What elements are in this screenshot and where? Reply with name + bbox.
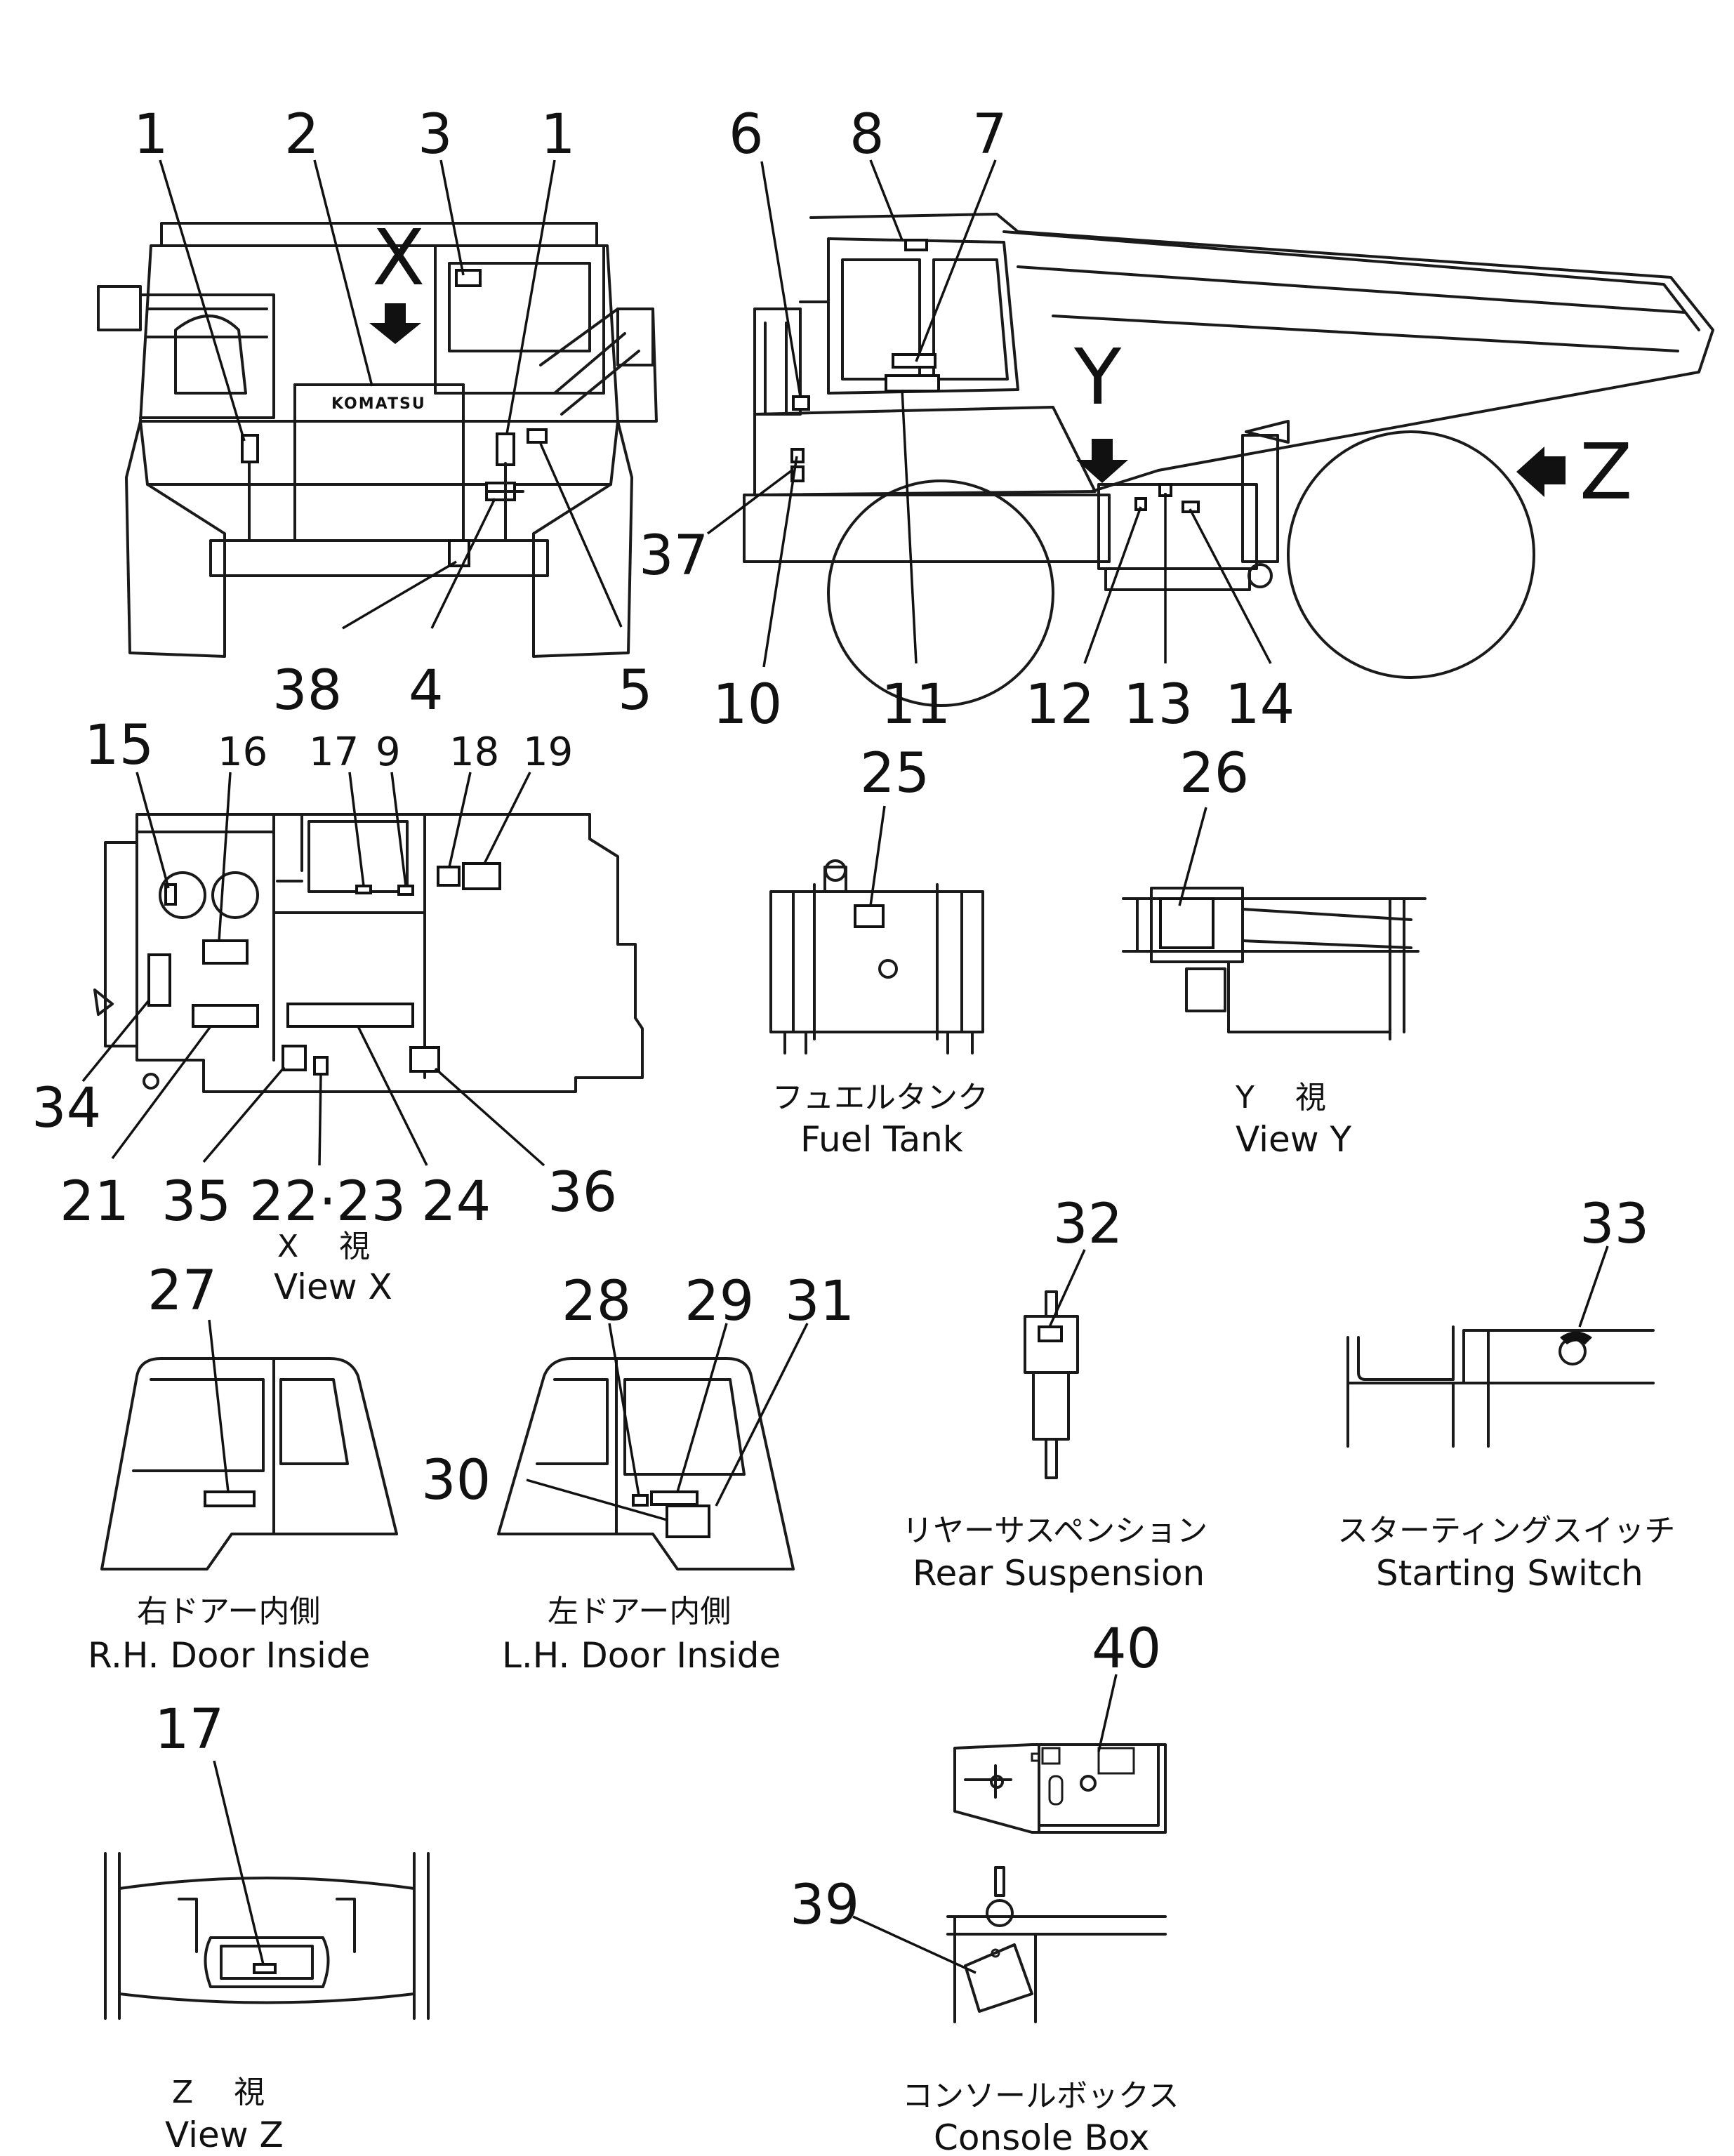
side-view-leaders bbox=[706, 159, 1272, 668]
rh-door-caption-jp: 右ドアー内側 bbox=[137, 1594, 320, 1629]
view-x-leaders bbox=[81, 772, 545, 1167]
callout-29: 29 bbox=[684, 1270, 754, 1333]
callout-21: 21 bbox=[60, 1170, 129, 1234]
callout-13: 13 bbox=[1123, 673, 1193, 736]
callout-16: 16 bbox=[218, 729, 267, 775]
view-x-caption-jp: X 視 bbox=[277, 1229, 370, 1264]
callout-32: 32 bbox=[1053, 1193, 1123, 1256]
starting-switch-drawing bbox=[1346, 1325, 1655, 1448]
rh-door-drawing bbox=[100, 1357, 398, 1570]
callout-18: 18 bbox=[449, 729, 499, 775]
fuel-tank-caption-en: Fuel Tank bbox=[800, 1119, 963, 1160]
callout-11: 11 bbox=[881, 673, 951, 736]
view-x-arrow bbox=[369, 303, 421, 344]
lh-door-caption-jp: 左ドアー内側 bbox=[548, 1594, 731, 1629]
callout-24: 24 bbox=[421, 1170, 491, 1234]
callout-40: 40 bbox=[1092, 1618, 1161, 1681]
console-box-caption-jp: コンソールボックス bbox=[902, 2078, 1179, 2114]
view-y-drawing bbox=[1122, 887, 1427, 1040]
callout-25-leader bbox=[869, 805, 886, 906]
view-z-arrow bbox=[1516, 447, 1566, 497]
callout-3: 3 bbox=[418, 103, 453, 166]
komatsu-brand-plate: KOMATSU bbox=[331, 395, 426, 413]
callout-1-right: 1 bbox=[541, 103, 576, 166]
callout-19: 19 bbox=[523, 729, 573, 775]
callout-17-viewz: 17 bbox=[154, 1698, 224, 1761]
callout-26: 26 bbox=[1179, 742, 1249, 805]
callout-10: 10 bbox=[713, 673, 782, 736]
callout-25: 25 bbox=[860, 742, 929, 805]
callout-36: 36 bbox=[548, 1161, 617, 1224]
callout-9: 9 bbox=[376, 729, 401, 775]
callout-39: 39 bbox=[790, 1874, 859, 1937]
fuel-tank-caption-jp: フュエルタンク bbox=[772, 1080, 988, 1116]
callout-2: 2 bbox=[284, 103, 319, 166]
front-view-drawing bbox=[97, 222, 658, 658]
callout-27: 27 bbox=[147, 1259, 217, 1323]
console-box-caption-en: Console Box bbox=[934, 2117, 1149, 2156]
rear-suspension-caption-en: Rear Suspension bbox=[913, 1553, 1205, 1594]
callout-28: 28 bbox=[562, 1270, 631, 1333]
callout-12: 12 bbox=[1025, 673, 1094, 736]
callout-33: 33 bbox=[1580, 1193, 1649, 1256]
console-box-top-drawing bbox=[953, 1743, 1167, 1834]
view-z-drawing bbox=[104, 1852, 430, 2020]
view-z-caption-jp: Z 視 bbox=[172, 2075, 265, 2110]
callout-32-leader bbox=[1048, 1249, 1086, 1328]
rh-door-caption-en: R.H. Door Inside bbox=[88, 1635, 370, 1676]
view-x-caption-en: View X bbox=[274, 1267, 392, 1307]
starting-switch-caption-jp: スターティングスイッチ bbox=[1337, 1513, 1675, 1549]
callout-31: 31 bbox=[785, 1270, 854, 1333]
callout-38: 38 bbox=[272, 659, 342, 722]
callout-14: 14 bbox=[1225, 673, 1295, 736]
callout-15: 15 bbox=[84, 714, 154, 777]
callout-1-left: 1 bbox=[133, 103, 168, 166]
callout-17-viewz-leader bbox=[213, 1760, 265, 1965]
callout-22-23: 22·23 bbox=[249, 1170, 406, 1234]
view-y-caption-jp: Y 視 bbox=[1235, 1080, 1326, 1116]
callout-37: 37 bbox=[639, 524, 708, 588]
view-x-drawing bbox=[93, 813, 644, 1093]
callout-35: 35 bbox=[161, 1170, 231, 1234]
view-y-arrow bbox=[1076, 439, 1128, 483]
callout-33-leader bbox=[1578, 1245, 1609, 1328]
callout-27-leader bbox=[208, 1319, 230, 1493]
callout-4: 4 bbox=[409, 659, 444, 722]
lh-door-caption-en: L.H. Door Inside bbox=[502, 1635, 781, 1676]
view-y-letter: Y bbox=[1073, 332, 1122, 422]
side-view-drawing bbox=[743, 213, 1714, 707]
callout-5: 5 bbox=[618, 659, 653, 722]
rear-suspension-drawing bbox=[1024, 1290, 1079, 1479]
callout-7: 7 bbox=[972, 103, 1007, 166]
view-z-caption-en: View Z bbox=[165, 2115, 284, 2155]
rear-suspension-caption-jp: リヤーサスペンション bbox=[902, 1513, 1207, 1549]
lh-door-leaders bbox=[526, 1323, 809, 1521]
callout-30: 30 bbox=[421, 1449, 491, 1512]
callout-26-leader bbox=[1178, 807, 1207, 906]
console-box-side-drawing bbox=[946, 1866, 1167, 2023]
callout-34: 34 bbox=[32, 1077, 101, 1140]
view-z-letter: Z bbox=[1580, 427, 1632, 517]
callout-6: 6 bbox=[729, 103, 764, 166]
callout-8: 8 bbox=[849, 103, 885, 166]
fuel-tank-drawing bbox=[769, 859, 984, 1054]
callout-17-viewx: 17 bbox=[309, 729, 359, 775]
console-box-leaders bbox=[852, 1674, 1118, 1974]
view-x-letter: X bbox=[372, 213, 425, 303]
front-view-leaders bbox=[159, 159, 623, 630]
view-y-caption-en: View Y bbox=[1236, 1119, 1352, 1160]
starting-switch-caption-en: Starting Switch bbox=[1376, 1553, 1643, 1594]
lh-door-drawing bbox=[497, 1357, 795, 1570]
